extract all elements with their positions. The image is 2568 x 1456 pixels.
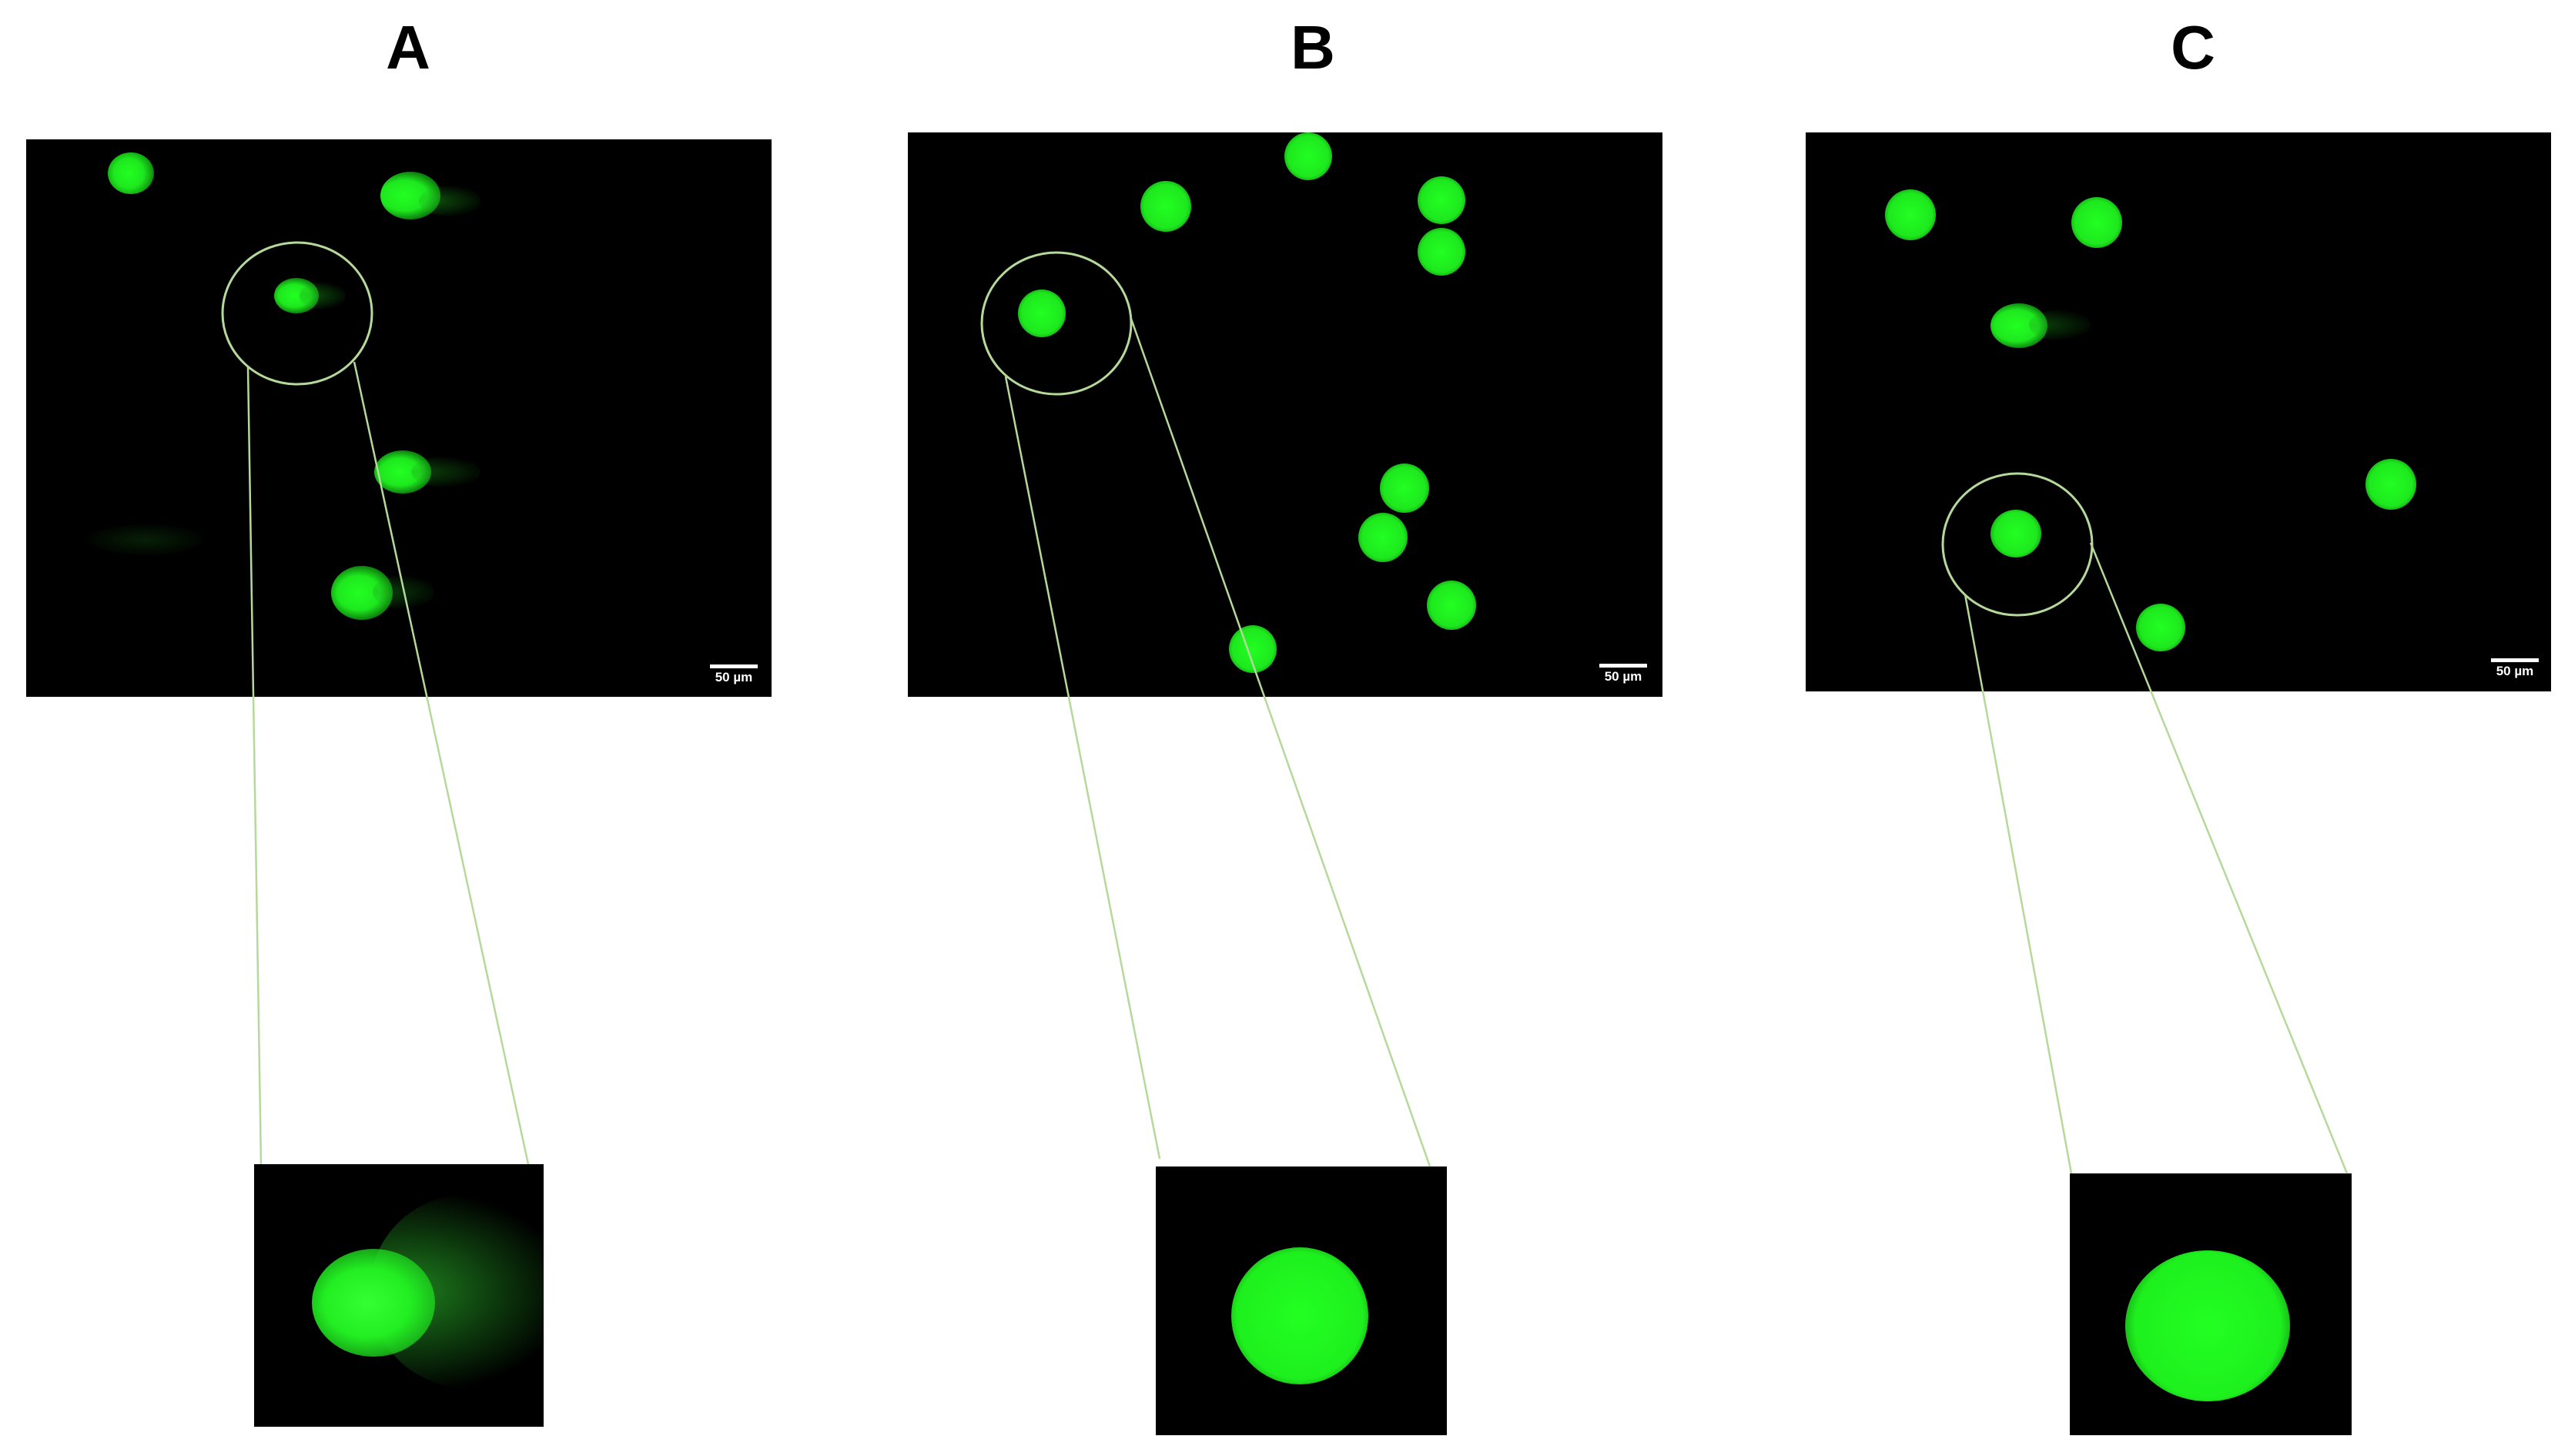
cell — [1418, 228, 1465, 276]
scale-bar-label: 50 µm — [2496, 664, 2534, 678]
callout-line-c-right — [2089, 542, 2349, 1174]
cell-tail — [2029, 310, 2091, 340]
highlighted-cell — [1018, 290, 1066, 337]
inset-nucleoid — [2125, 1250, 2290, 1401]
panel-label-c: C — [2171, 13, 2215, 82]
scale-bar — [2491, 658, 2539, 662]
scale-bar-label: 50 µm — [715, 670, 753, 684]
inset-nucleoid — [1231, 1247, 1368, 1384]
inset-nucleoid — [312, 1249, 435, 1357]
cell — [1885, 189, 1936, 240]
callout-circle-a — [221, 241, 373, 386]
cell — [1284, 132, 1332, 180]
cell-tail — [300, 282, 346, 310]
inset-a — [254, 1164, 544, 1427]
cell — [108, 152, 154, 194]
cell-tail — [411, 457, 480, 487]
cell — [1427, 581, 1476, 630]
micrograph-c: 50 µm — [1806, 132, 2551, 691]
faint-debris — [88, 524, 203, 555]
cell — [1418, 176, 1465, 224]
callout-circle-c — [1941, 472, 2094, 617]
inset-b — [1156, 1166, 1447, 1435]
cell — [2071, 197, 2122, 248]
callout-circle-b — [980, 251, 1133, 396]
callout-line-b-left — [1004, 376, 1161, 1160]
callout-line-a-right — [353, 361, 530, 1165]
highlighted-cell — [1990, 510, 2041, 557]
scale-bar — [1599, 664, 1647, 668]
panel-label-b: B — [1291, 13, 1335, 82]
cell — [2136, 604, 2185, 651]
scale-bar — [710, 664, 758, 668]
cell — [1990, 303, 2047, 348]
cell — [2365, 459, 2416, 510]
cell — [1140, 181, 1191, 232]
panel-label-a: A — [386, 13, 430, 82]
cell — [1358, 513, 1408, 562]
callout-line-b-right — [1130, 318, 1431, 1167]
callout-line-a-left — [246, 367, 263, 1165]
cell — [1380, 464, 1429, 513]
cell — [374, 450, 431, 494]
inset-c — [2070, 1173, 2352, 1435]
micrograph-a: 50 µm — [26, 139, 772, 697]
cell — [331, 566, 393, 620]
micrograph-b: 50 µm — [908, 132, 1662, 697]
scale-bar-label: 50 µm — [1604, 669, 1642, 684]
callout-line-c-left — [1964, 594, 2073, 1174]
cell — [419, 186, 480, 216]
cell — [380, 172, 440, 219]
